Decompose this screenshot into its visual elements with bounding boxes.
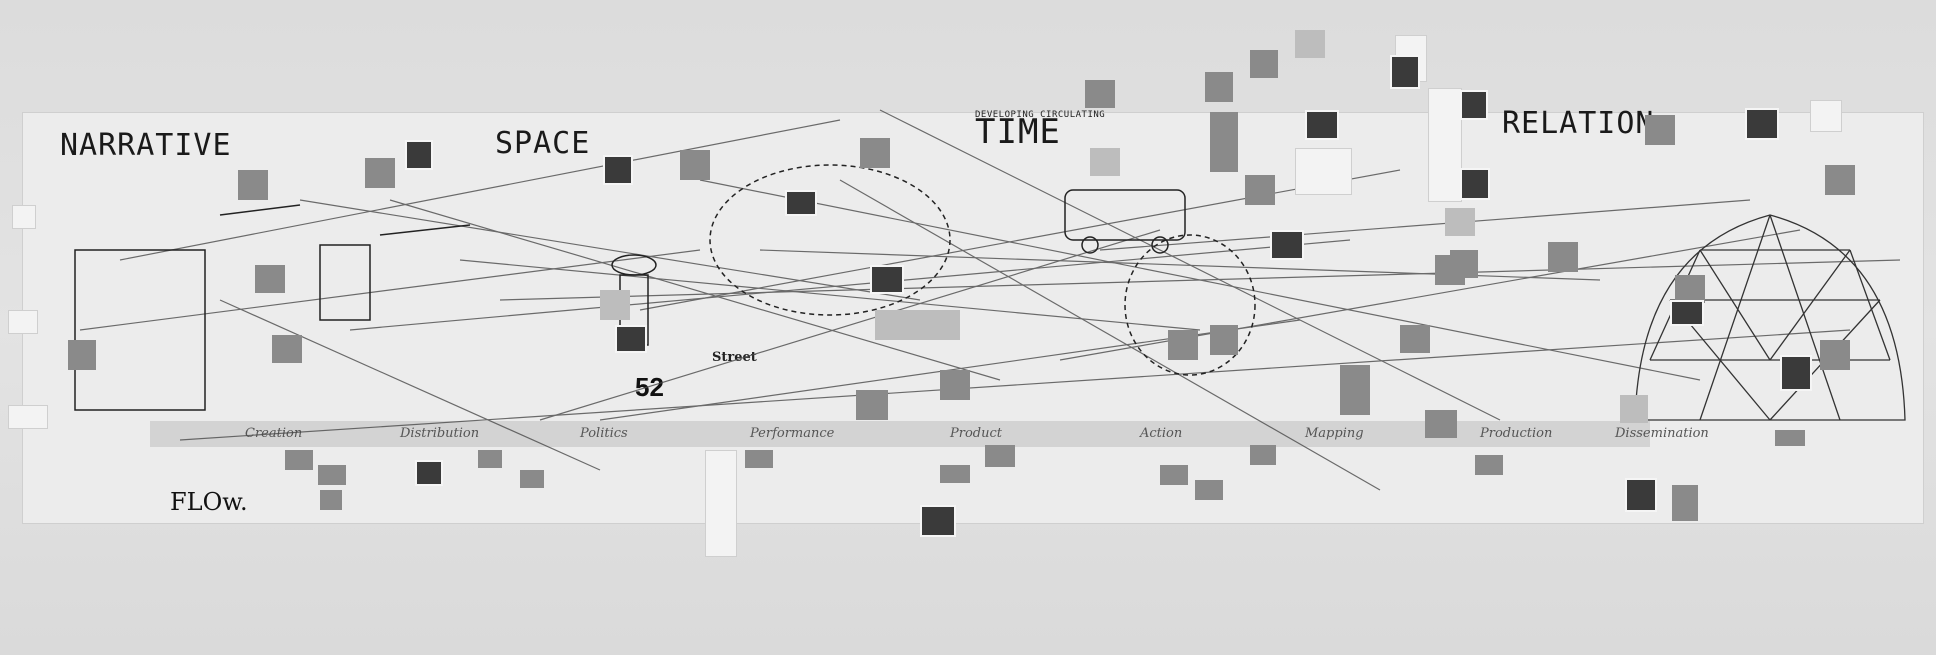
sticky-note	[68, 340, 96, 370]
paper-card	[1428, 88, 1462, 202]
photo	[603, 155, 633, 185]
paper-card	[12, 205, 36, 229]
sticky-note	[1775, 430, 1805, 446]
sticky-note	[1250, 445, 1276, 465]
photo	[1460, 168, 1490, 200]
paper-card	[705, 450, 737, 557]
sticky-note	[1450, 250, 1478, 278]
sticky-note	[1245, 175, 1275, 205]
sticky-note	[745, 450, 773, 468]
paper-card	[8, 405, 48, 429]
sticky-note	[478, 450, 502, 468]
sticky-note	[1340, 365, 1370, 415]
photo	[1625, 478, 1657, 512]
photo	[1460, 90, 1488, 120]
sticky-note	[940, 370, 970, 400]
sticky-note	[365, 158, 395, 188]
sticky-note	[272, 335, 302, 363]
sticky-note	[1548, 242, 1578, 272]
sticky-note	[600, 290, 630, 320]
paper-card	[1295, 148, 1352, 195]
sticky-note	[1620, 395, 1648, 423]
sticky-note	[1672, 485, 1698, 521]
sticky-note	[940, 465, 970, 483]
sticky-note	[238, 170, 268, 200]
sticky-note	[285, 450, 313, 470]
sticky-note	[680, 150, 710, 180]
photo	[1305, 110, 1339, 140]
sticky-note	[1250, 50, 1278, 78]
photo	[1670, 300, 1704, 326]
sticky-note	[1168, 330, 1198, 360]
sticky-note	[318, 465, 346, 485]
sticky-note	[1295, 30, 1325, 58]
photo	[1780, 355, 1812, 391]
sticky-note	[1205, 72, 1233, 102]
photo	[785, 190, 817, 216]
photo	[615, 325, 647, 353]
photo	[1745, 108, 1779, 140]
photo	[415, 460, 443, 486]
sticky-note	[860, 138, 890, 168]
sticky-note	[1160, 465, 1188, 485]
sticky-note	[1475, 455, 1503, 475]
photo	[405, 140, 433, 170]
sticky-note	[1400, 325, 1430, 353]
paper-card	[1810, 100, 1842, 132]
sticky-note	[1645, 115, 1675, 145]
sticky-note	[1425, 410, 1457, 438]
sticky-note	[1085, 80, 1115, 108]
sticky-note	[1210, 325, 1238, 355]
sticky-note	[875, 310, 960, 340]
sticky-note	[1090, 148, 1120, 176]
sticky-note	[1210, 112, 1238, 172]
sticky-note	[856, 390, 888, 420]
sticky-note	[1195, 480, 1223, 500]
sticky-note	[1825, 165, 1855, 195]
sticky-note	[985, 445, 1015, 467]
sticky-note	[1675, 275, 1705, 303]
photo	[1270, 230, 1304, 260]
sticky-note	[255, 265, 285, 293]
sticky-note	[1820, 340, 1850, 370]
sticky-note	[320, 490, 342, 510]
paper-card	[8, 310, 38, 334]
photo	[1390, 55, 1420, 89]
photo	[870, 265, 904, 294]
sticky-note	[520, 470, 544, 488]
photo	[920, 505, 956, 537]
sticky-note	[1445, 208, 1475, 236]
